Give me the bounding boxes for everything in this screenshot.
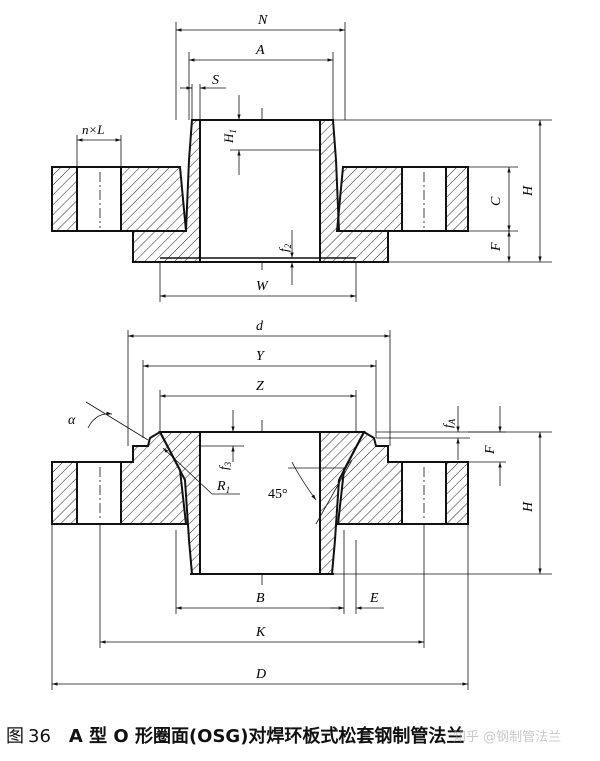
watermark: 知乎 @钢制管法兰 — [453, 730, 562, 745]
figure-number-prefix: 图 — [6, 726, 24, 747]
dim-label-W: W — [256, 279, 269, 294]
dim-label-d: d — [256, 319, 264, 334]
dim-label-S: S — [212, 73, 219, 88]
dim-label-f2: f2 — [276, 243, 293, 252]
dim-label-H1: H1 — [221, 129, 238, 144]
dim-label-H-bottom: H — [521, 501, 536, 513]
dim-label-B: B — [256, 591, 265, 606]
top-view: N A S n×L H1 f2 — [51, 13, 552, 302]
figure-title: A 型 O 形圈面(OSG)对焊环板式松套钢制管法兰 — [68, 726, 465, 747]
dim-label-E: E — [369, 591, 379, 606]
top-left-flange-plate — [51, 166, 188, 232]
dim-label-D: D — [255, 667, 266, 682]
dim-label-C: C — [489, 196, 504, 206]
top-stub-end — [132, 119, 389, 263]
dim-label-H-top: H — [521, 185, 536, 197]
dim-label-F-bottom: F — [483, 445, 498, 455]
dim-label-Y: Y — [256, 349, 266, 364]
dim-label-Z: Z — [256, 379, 264, 394]
top-right-flange-plate — [335, 166, 469, 232]
bottom-view: d Y Z α fA F f3 — [51, 319, 552, 690]
dim-label-K: K — [255, 625, 266, 640]
dim-label-alpha: α — [68, 413, 76, 428]
bottom-stub-end — [158, 431, 366, 575]
dim-label-45deg: 45° — [268, 487, 288, 502]
dim-label-R1: R1 — [216, 479, 230, 495]
dim-label-N: N — [257, 13, 268, 28]
bottom-right-flange-plate — [336, 430, 469, 525]
dim-label-A: A — [255, 43, 265, 58]
bottom-left-flange-plate — [51, 430, 188, 525]
figure-number: 36 — [28, 726, 51, 747]
dim-label-fA: fA — [440, 418, 457, 428]
dim-label-f3: f3 — [216, 461, 233, 470]
dim-label-F-top: F — [489, 242, 504, 252]
dim-label-nxL: n×L — [82, 122, 105, 137]
